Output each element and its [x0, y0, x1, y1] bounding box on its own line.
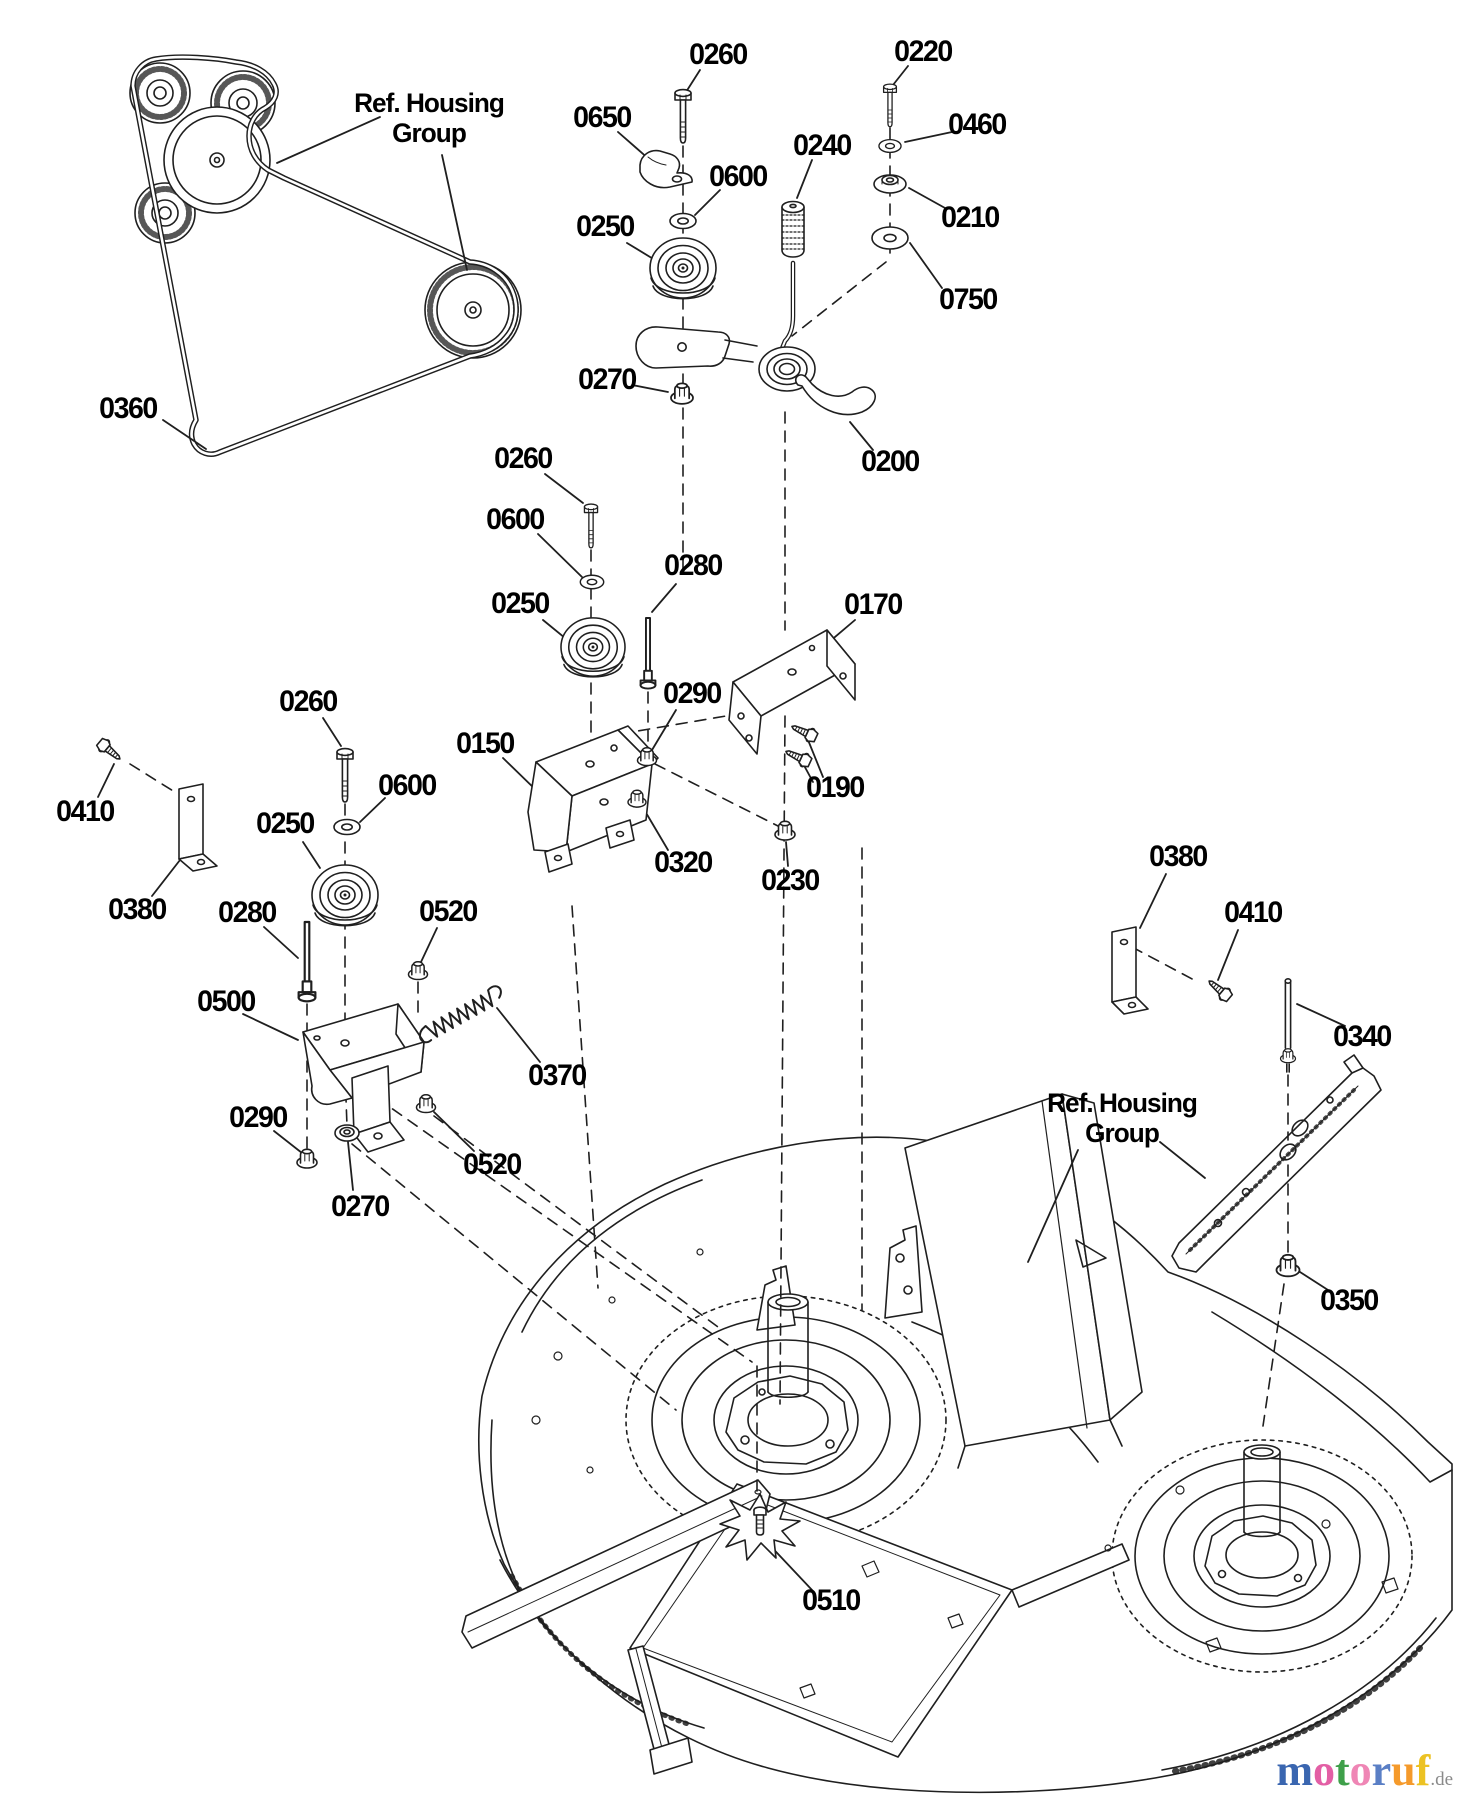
nut-0270-top — [670, 382, 694, 405]
leader-lines — [97, 65, 1346, 1591]
middle-idler-assembly-drawing — [527, 503, 856, 873]
washer-0460 — [878, 138, 902, 154]
washer-0600-top — [669, 212, 697, 230]
pulley-0250-left — [311, 864, 379, 927]
bracket-0380-right — [1111, 926, 1149, 1015]
deck-upright-brackets — [756, 1225, 923, 1331]
screw-0190-a — [788, 719, 820, 745]
right-spindle-cup — [1204, 1444, 1317, 1597]
deck-frame-bars — [461, 1479, 1130, 1775]
flanged-washer-0210 — [873, 174, 907, 194]
nut-0350 — [1275, 1253, 1301, 1278]
bolt-0260-left — [336, 747, 354, 803]
locknut-0270-left — [334, 1124, 360, 1142]
starburst-bolt-0510 — [719, 1489, 801, 1561]
grip-0240 — [781, 200, 805, 258]
deck-outline — [478, 1136, 1453, 1794]
washer-0600-left — [333, 818, 361, 836]
right-hardware-drawing — [1111, 926, 1301, 1278]
bracket-0500 — [302, 1003, 425, 1153]
deck-holes — [531, 1248, 1399, 1653]
rod-0200-link — [778, 260, 796, 354]
deck-cover-plate — [629, 1483, 1013, 1758]
screw-0410-left — [94, 735, 126, 766]
bolt-0280-left — [297, 920, 317, 1003]
washer-0750 — [871, 226, 909, 250]
bolt-0510 — [753, 1506, 767, 1536]
nut-0230 — [774, 820, 796, 841]
belt-routing-drawing — [129, 54, 522, 457]
bracket-0380-left — [178, 783, 218, 872]
left-idler-assembly-drawing — [94, 735, 502, 1169]
rod-0340 — [1279, 977, 1297, 1073]
pulley-0250-mid — [560, 617, 626, 678]
belt-0360 — [130, 54, 519, 457]
spring-0370 — [418, 985, 502, 1044]
idler-arm-0200 — [635, 326, 876, 416]
nut-0520-lower — [415, 1094, 437, 1114]
bolt-0280-mid — [639, 617, 657, 690]
screw-0190-b — [782, 744, 814, 770]
bracket-0150 — [527, 725, 659, 873]
housing-rail-drawing — [1171, 1054, 1382, 1273]
belt-pulley-right — [424, 261, 522, 359]
nut-0520-upper — [407, 961, 429, 981]
belt-pulley-large — [163, 106, 271, 214]
bracket-0170 — [728, 629, 856, 755]
screw-0410-right — [1203, 974, 1235, 1005]
top-idler-assembly-drawing — [635, 83, 909, 416]
washer-0600-mid — [579, 574, 605, 590]
pulley-0250-top — [649, 237, 717, 300]
bolt-0220 — [882, 83, 898, 128]
mower-deck-drawing — [461, 1054, 1453, 1794]
bolt-0260-top — [674, 88, 692, 144]
deck-chute — [904, 1093, 1143, 1469]
bolt-0260-mid — [583, 503, 599, 549]
clip-0650 — [639, 149, 693, 189]
motoruf-watermark: motoruf.de — [1276, 1746, 1453, 1795]
